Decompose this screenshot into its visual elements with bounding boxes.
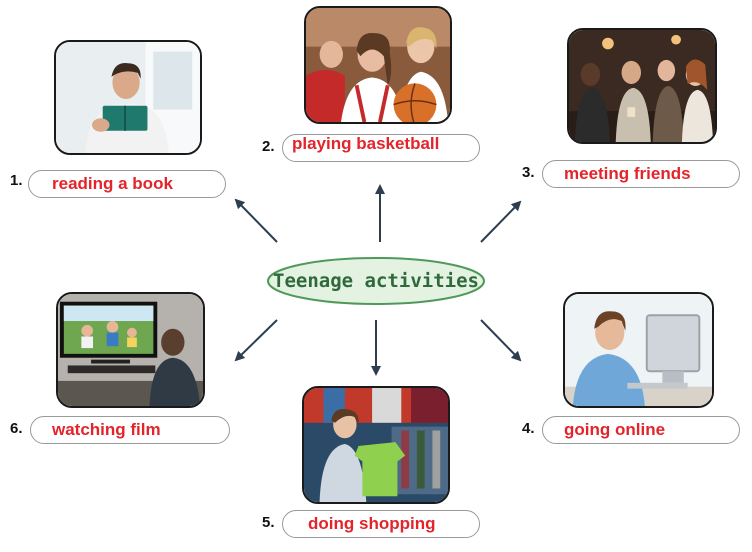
number-4: 4. — [522, 420, 535, 437]
arrow-to-film — [234, 319, 278, 362]
label-box-4 — [542, 416, 740, 444]
label-box-2 — [282, 134, 480, 162]
number-6: 6. — [10, 420, 23, 437]
label-box-6 — [30, 416, 230, 444]
family-tv-photo — [56, 292, 205, 408]
label-box-5 — [282, 510, 480, 538]
arrow-to-friends — [480, 200, 522, 243]
label-meeting-friends: meeting friends — [564, 164, 691, 183]
label-playing-basketball: playing basketball — [292, 134, 440, 153]
number-1: 1. — [10, 172, 23, 189]
man-reading-book-photo — [54, 40, 202, 155]
number-2: 2. — [262, 138, 275, 155]
label-doing-shopping: doing shopping — [308, 514, 436, 533]
label-box-1 — [28, 170, 226, 198]
label-going-online: going online — [564, 420, 666, 439]
friends-cafe-photo — [567, 28, 717, 144]
center-label: Teenage activities — [273, 270, 479, 292]
arrow-to-online — [480, 319, 522, 362]
boy-computer-photo — [563, 292, 714, 408]
center-ellipse — [267, 257, 485, 305]
boy-shopping-clothes-photo — [302, 386, 450, 504]
arrow-to-reading — [234, 198, 278, 243]
label-reading-a-book: reading a book — [52, 174, 173, 193]
number-3: 3. — [522, 164, 535, 181]
label-watching-film: watching film — [52, 420, 161, 439]
label-box-3 — [542, 160, 740, 188]
number-5: 5. — [262, 514, 275, 531]
girls-basketball-photo — [304, 6, 452, 124]
center-topic: Teenage activities — [266, 256, 486, 306]
